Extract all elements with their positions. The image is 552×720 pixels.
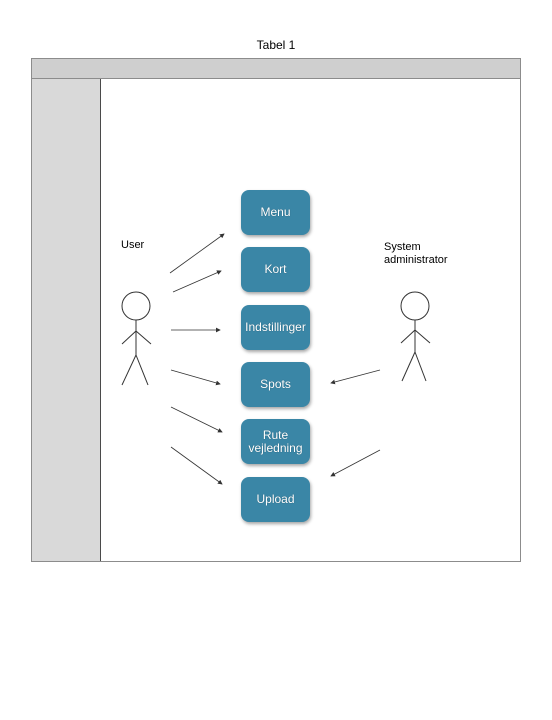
use-case-menu[interactable]: Menu bbox=[241, 190, 310, 235]
use-case-spots[interactable]: Spots bbox=[241, 362, 310, 407]
use-case-kort[interactable]: Kort bbox=[241, 247, 310, 292]
use-case-rute-vejledning[interactable]: Rute vejledning bbox=[241, 419, 310, 464]
user-to-spots-arrow bbox=[170, 369, 221, 386]
admin-to-upload-arrow bbox=[330, 449, 381, 477]
table-header-bar bbox=[32, 59, 520, 79]
admin-actor-label: System administrator bbox=[384, 241, 448, 266]
user-to-menu-arrow bbox=[169, 233, 225, 274]
use-case-upload[interactable]: Upload bbox=[241, 477, 310, 522]
user-actor-icon bbox=[121, 291, 152, 386]
user-to-upload-arrow bbox=[170, 446, 223, 485]
table-title: Tabel 1 bbox=[256, 38, 296, 52]
user-to-kort-arrow bbox=[172, 270, 222, 293]
admin-actor-icon bbox=[400, 291, 431, 382]
use-case-indstillinger[interactable]: Indstillinger bbox=[241, 305, 310, 350]
admin-to-spots-arrow bbox=[330, 369, 381, 385]
user-actor-label: User bbox=[121, 239, 145, 251]
user-to-rute-arrow bbox=[170, 406, 223, 433]
table-left-column bbox=[32, 79, 101, 561]
